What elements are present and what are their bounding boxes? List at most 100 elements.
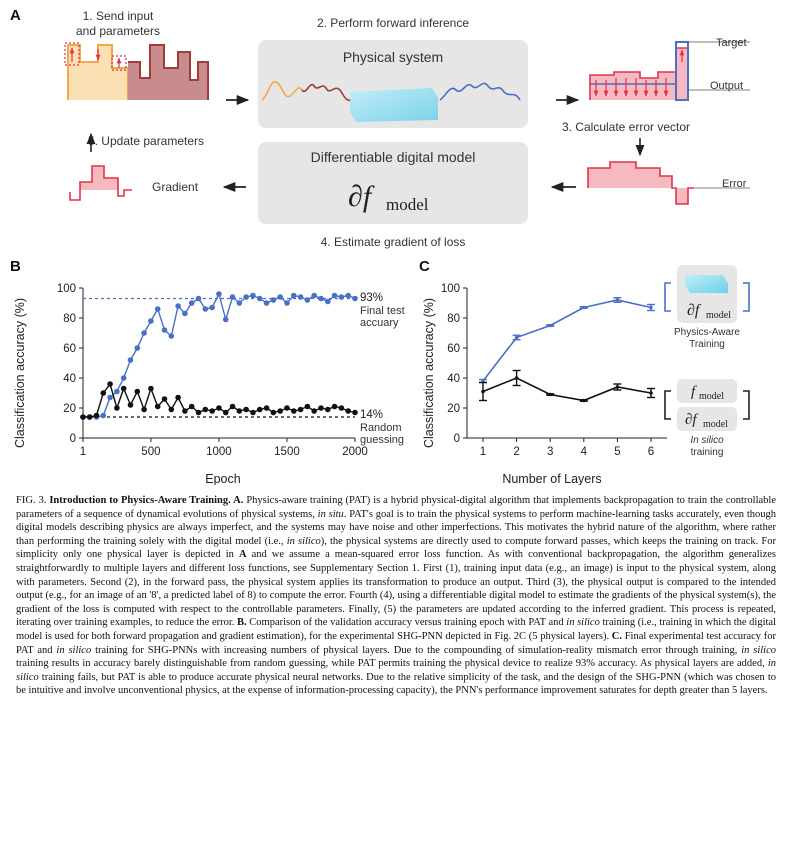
chart-b-ytick-label: 60 bbox=[63, 343, 76, 355]
caption-seg-16: in silico bbox=[741, 644, 776, 656]
chart-b-point-0 bbox=[284, 300, 290, 306]
chart-b-point-1 bbox=[256, 406, 263, 413]
insilico-partial-f: ∂f bbox=[685, 412, 698, 428]
chart-b-point-0 bbox=[188, 300, 195, 306]
caption-seg-2: in situ bbox=[317, 508, 344, 520]
chart-c-ytick-label: 60 bbox=[447, 343, 460, 355]
chart-c-series-line-1 bbox=[482, 377, 652, 402]
chart-b-point-1 bbox=[134, 388, 141, 395]
chart-c-point-1 bbox=[615, 385, 620, 389]
pat-inset: ∂f model Physics-Aware Training bbox=[664, 265, 750, 350]
input-parameters-signal bbox=[64, 42, 209, 100]
chart-b-point-1 bbox=[229, 403, 236, 410]
chart-b-ytick-label: 40 bbox=[63, 373, 76, 385]
chart-b-point-1 bbox=[127, 402, 134, 408]
caption-seg-5: ), the physical systems are directly use… bbox=[16, 535, 776, 561]
insilico-label-line1: In silico bbox=[690, 435, 724, 446]
chart-c-xtick-label: 1 bbox=[480, 446, 486, 458]
chart-b-point-0 bbox=[175, 303, 181, 309]
caption-seg-7: and we assume a mean-squared error loss … bbox=[16, 549, 776, 629]
annot-final-test: Final test bbox=[360, 305, 405, 317]
chart-b-point-0 bbox=[134, 345, 141, 351]
insilico-f-sub: model bbox=[699, 391, 724, 402]
chart-b-point-1 bbox=[290, 408, 297, 414]
step1-label-line1: 1. Send input bbox=[83, 9, 154, 23]
chart-c-point-1 bbox=[649, 391, 653, 395]
gradient-signal bbox=[69, 165, 132, 201]
error-label: Error bbox=[722, 178, 747, 190]
chart-b-point-0 bbox=[100, 412, 107, 419]
chart-b-point-0 bbox=[202, 306, 209, 312]
chart-b-point-0 bbox=[338, 294, 345, 300]
pat-model-sub: model bbox=[706, 310, 731, 321]
chart-b-point-1 bbox=[236, 408, 243, 414]
chart-b-series-line-0 bbox=[83, 292, 356, 418]
pat-label-line2: Training bbox=[689, 339, 725, 350]
chart-b-ytick-label: 80 bbox=[63, 313, 76, 325]
chart-b-point-1 bbox=[324, 406, 331, 413]
physical-system-box bbox=[258, 40, 528, 128]
chart-b-point-1 bbox=[352, 409, 358, 416]
chart-c-xtick-label: 5 bbox=[614, 446, 620, 458]
chart-c-point-0 bbox=[615, 298, 620, 302]
caption-seg-15: training for SHG-PNNs with increasing nu… bbox=[91, 644, 742, 656]
chart-b-point-0 bbox=[216, 291, 222, 297]
chart-b-point-0 bbox=[345, 292, 351, 299]
chart-b-point-0 bbox=[331, 292, 338, 299]
panel-b-letter: B bbox=[10, 258, 21, 275]
chart-b-point-0 bbox=[318, 295, 324, 302]
chart-c-ytick-label: 20 bbox=[447, 403, 460, 415]
caption-seg-19: training fails, but PAT is able to produ… bbox=[16, 671, 776, 697]
chart-c-ytick-label: 0 bbox=[454, 433, 460, 445]
chart-c-xtick-label: 2 bbox=[513, 446, 519, 458]
chart-c-point-0 bbox=[649, 305, 653, 310]
chart-c-series-line-0 bbox=[482, 299, 652, 382]
forward-wave bbox=[261, 81, 521, 122]
chart-b-point-0 bbox=[304, 297, 311, 303]
output-target-signal bbox=[589, 41, 750, 101]
chart-c-xtick-label: 3 bbox=[547, 446, 553, 458]
pat-partial-f: ∂f bbox=[687, 302, 702, 319]
insilico-f: f bbox=[691, 384, 697, 400]
chart-b-xtick-label: 500 bbox=[141, 446, 160, 458]
caption-seg-6: A bbox=[238, 549, 247, 561]
chart-b-point-1 bbox=[161, 396, 168, 402]
chart-b-point-1 bbox=[86, 414, 93, 420]
annot-14-pct: 14% bbox=[360, 409, 383, 421]
chart-b-point-1 bbox=[195, 409, 202, 416]
chart-b-point-1 bbox=[250, 409, 256, 416]
chart-b-ylabel: Classification accuracy (%) bbox=[13, 298, 27, 448]
panel-a-letter: A bbox=[10, 7, 21, 24]
panel-c-letter: C bbox=[419, 258, 430, 275]
chart-b-point-1 bbox=[114, 405, 120, 411]
step1-label-line2: and parameters bbox=[76, 24, 160, 38]
chart-b-point-1 bbox=[345, 408, 351, 414]
chart-b-point-1 bbox=[331, 403, 338, 410]
chart-b-point-1 bbox=[175, 394, 181, 401]
caption-seg-4: in silico bbox=[286, 535, 321, 547]
chart-b: B Classification accuracy (%) Epoch 93% … bbox=[10, 258, 405, 485]
chart-b-point-0 bbox=[107, 394, 113, 401]
annot-accuary: accuary bbox=[360, 317, 399, 329]
insilico-partial-sub: model bbox=[703, 419, 728, 430]
chart-c-point-0 bbox=[582, 305, 586, 310]
chart-c-point-0 bbox=[548, 323, 552, 328]
chart-b-point-1 bbox=[182, 408, 188, 414]
chart-b-point-0 bbox=[290, 292, 297, 299]
chart-c-xtick-label: 4 bbox=[581, 446, 588, 458]
chart-b-point-0 bbox=[222, 316, 229, 323]
chart-b-point-1 bbox=[209, 408, 215, 414]
physical-system-title: Physical system bbox=[343, 49, 443, 65]
chart-b-point-0 bbox=[182, 310, 188, 317]
caption-seg-3: . PAT's goal is to train the physical sy… bbox=[16, 508, 777, 547]
chart-b-point-0 bbox=[154, 306, 161, 312]
chart-c-point-1 bbox=[481, 389, 485, 394]
annot-random: Random bbox=[360, 422, 402, 434]
caption-seg-8: B. bbox=[237, 617, 247, 629]
chart-c-point-1 bbox=[514, 376, 519, 380]
chart-b-point-0 bbox=[311, 292, 317, 299]
caption-seg-17: training results in accuracy barely dist… bbox=[16, 658, 768, 670]
chart-b-point-0 bbox=[270, 297, 277, 303]
chart-b-point-1 bbox=[297, 406, 304, 413]
chart-b-point-1 bbox=[216, 405, 222, 411]
